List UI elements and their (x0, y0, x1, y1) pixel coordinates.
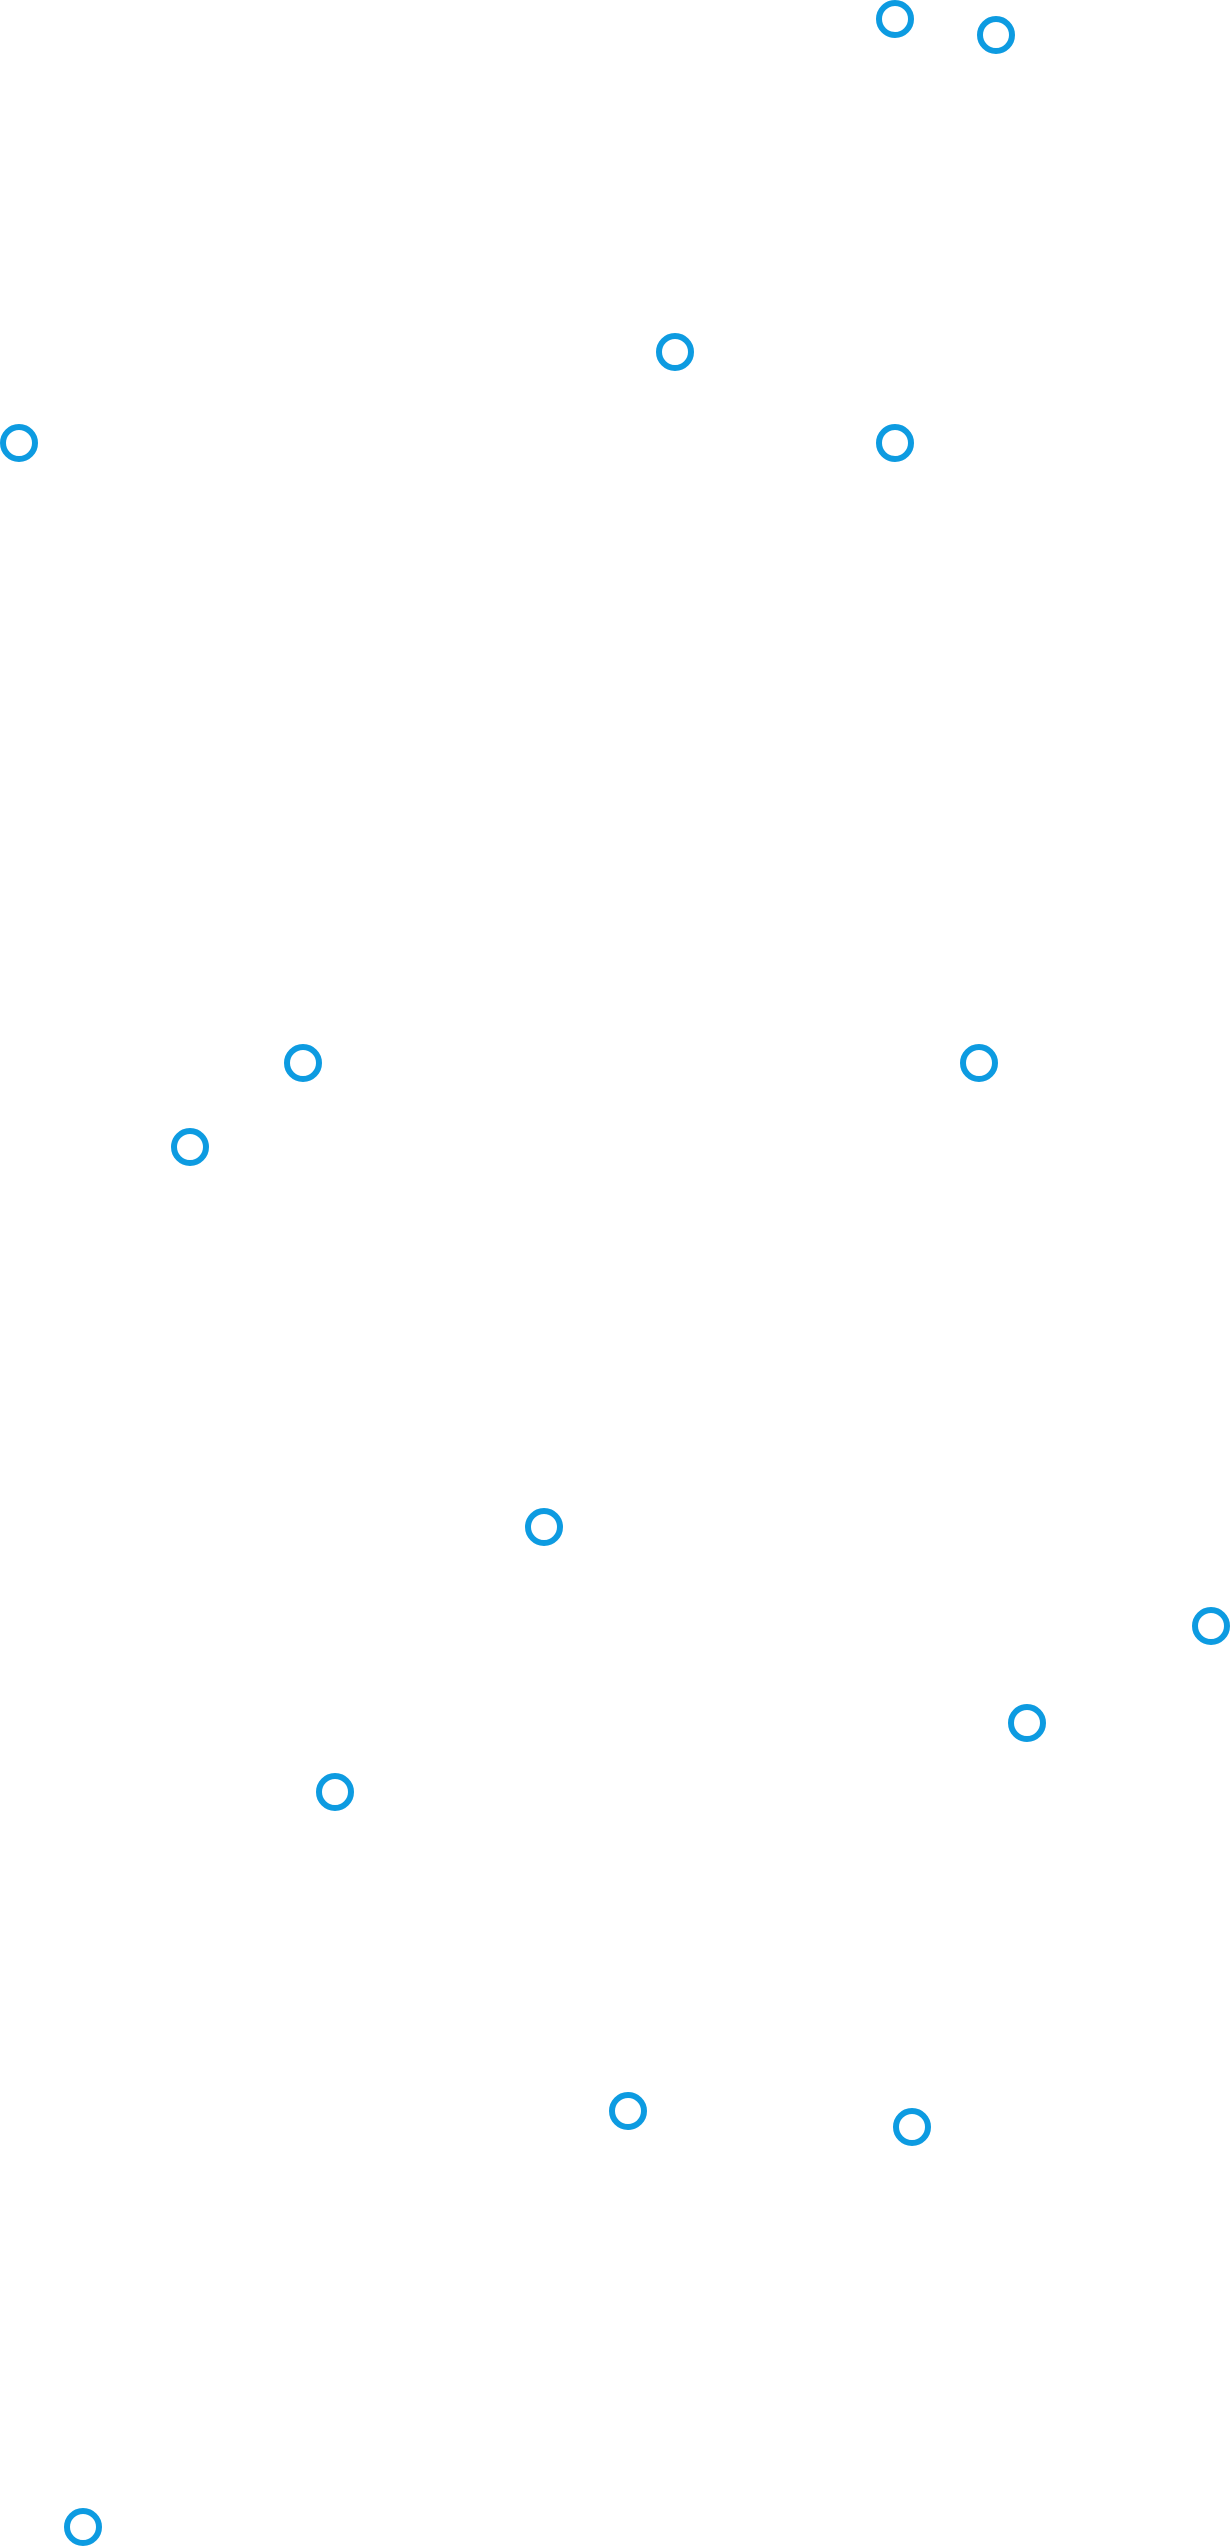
ring-marker-icon (64, 2508, 102, 2546)
ring-marker-icon (656, 333, 694, 371)
ring-marker-icon (609, 2092, 647, 2130)
ring-marker-icon (893, 2108, 931, 2146)
ring-marker-icon (525, 1508, 563, 1546)
ring-marker-icon (960, 1044, 998, 1082)
ring-marker-icon (171, 1128, 209, 1166)
ring-marker-icon (316, 1773, 354, 1811)
ring-marker-icon (977, 16, 1015, 54)
ring-marker-icon (1192, 1607, 1230, 1645)
ring-marker-icon (0, 424, 38, 462)
ring-marker-icon (1008, 1704, 1046, 1742)
ring-marker-icon (284, 1044, 322, 1082)
ring-marker-icon (876, 424, 914, 462)
ring-marker-icon (876, 0, 914, 38)
